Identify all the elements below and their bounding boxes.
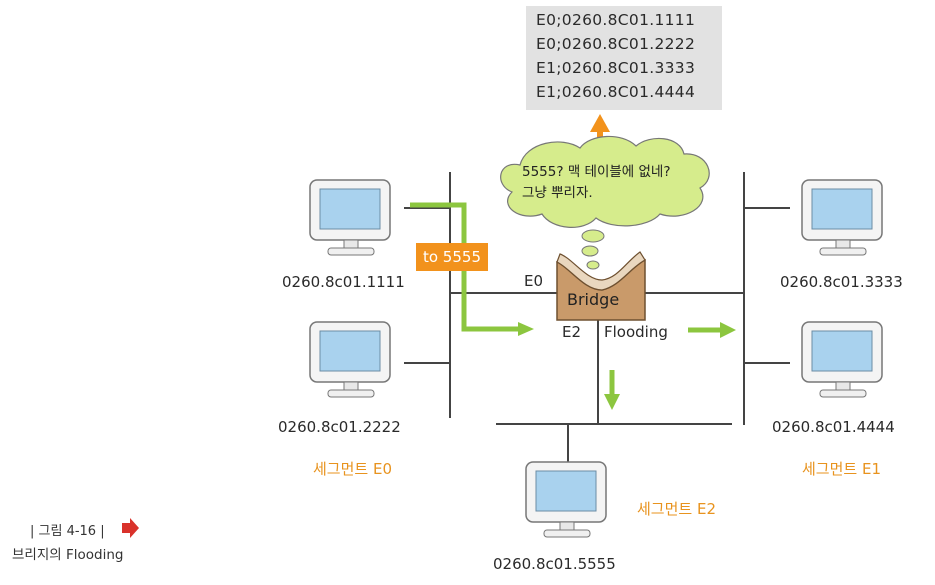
figure-title: 브리지의 Flooding: [12, 547, 124, 563]
mac-entry: E1;0260.8C01.4444: [536, 83, 696, 101]
frame-destination-badge: to 5555: [416, 243, 488, 271]
segment-e1-label: 세그먼트 E1: [802, 460, 881, 478]
segment-e0-label: 세그먼트 E0: [313, 460, 392, 478]
bridge-label: Bridge: [567, 290, 620, 309]
flooding-label: Flooding: [604, 323, 668, 341]
computer-5555-icon: [525, 461, 607, 538]
mac-entry: E0;0260.8C01.1111: [536, 11, 696, 29]
thought-cloud: [500, 135, 710, 270]
host-label-3333: 0260.8c01.3333: [780, 273, 903, 291]
computer-3333-icon: [801, 179, 883, 256]
host-label-1111: 0260.8c01.1111: [282, 273, 405, 291]
port-e0-label: E0: [524, 272, 544, 290]
incoming-frame-arrowhead: [518, 322, 534, 336]
segment-e2-label: 세그먼트 E2: [637, 500, 716, 518]
lookup-arrow-head: [590, 114, 610, 132]
host-label-2222: 0260.8c01.2222: [278, 418, 401, 436]
computer-4444-icon: [801, 321, 883, 398]
thought-line-2: 그냥 뿌리자.: [522, 185, 593, 201]
host-label-4444: 0260.8c01.4444: [772, 418, 895, 436]
computer-1111-icon: [309, 179, 391, 256]
computer-2222-icon: [309, 321, 391, 398]
figure-number: | 그림 4-16 |: [30, 524, 105, 539]
mac-entry: E1;0260.8C01.3333: [536, 59, 696, 77]
bridge-device: [556, 251, 646, 321]
flood-arrow-e1-head: [720, 322, 736, 338]
port-e2-label: E2: [562, 323, 582, 341]
thought-line-1: 5555? 맥 테이블에 없네?: [522, 164, 671, 180]
flood-arrow-e2-head: [604, 394, 620, 410]
caption-arrow-icon: [122, 518, 139, 538]
mac-address-table: E0;0260.8C01.1111 E0;0260.8C01.2222 E1;0…: [526, 6, 722, 110]
host-label-5555: 0260.8c01.5555: [493, 555, 616, 573]
mac-entry: E0;0260.8C01.2222: [536, 35, 696, 53]
